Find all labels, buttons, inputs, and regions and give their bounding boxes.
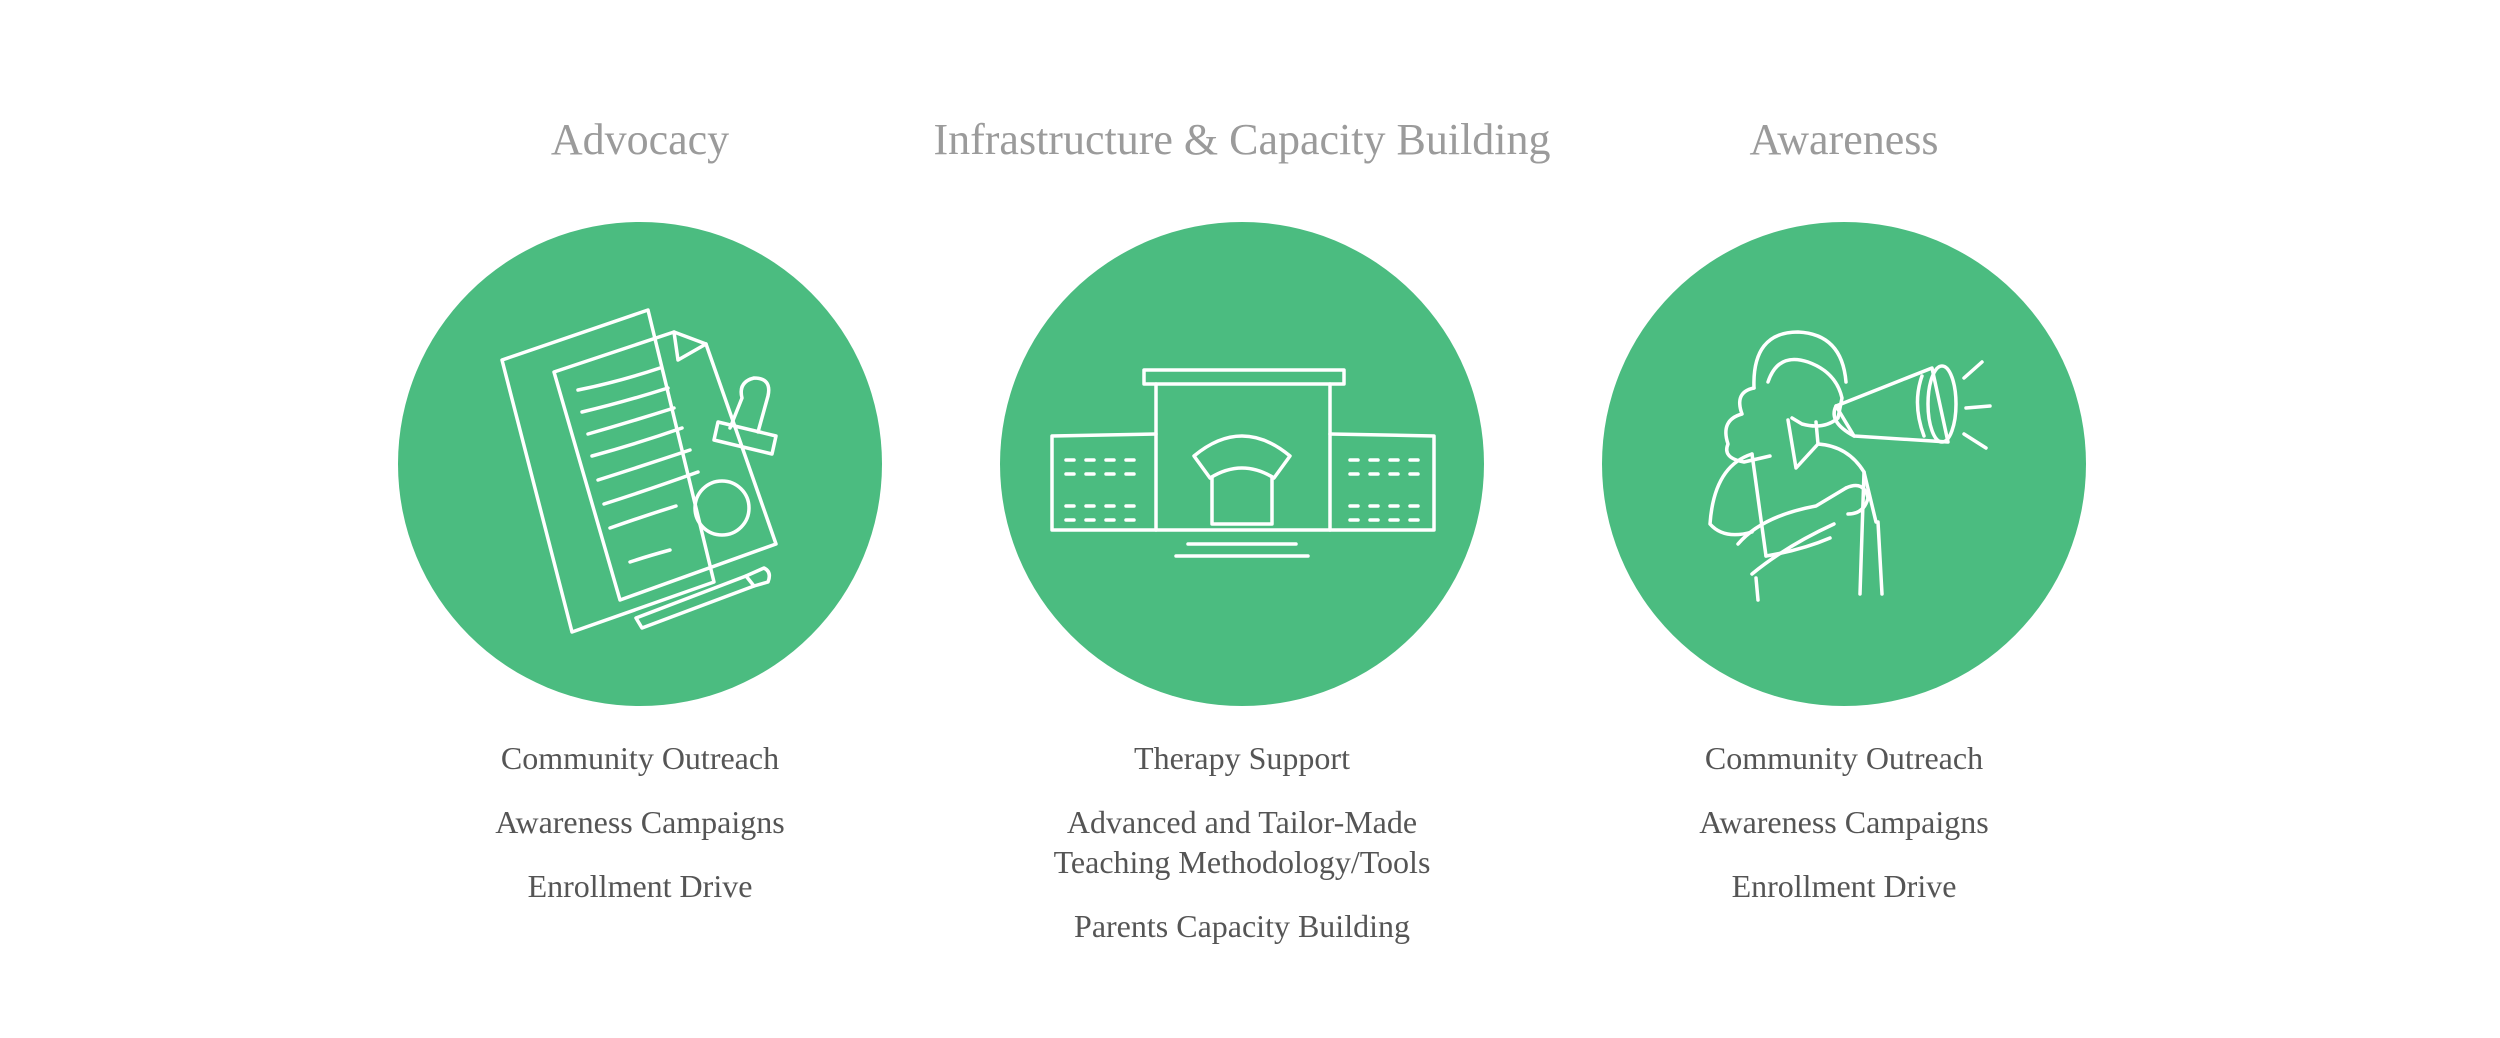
column-infrastructure: Infrastructure & Capacity Building xyxy=(842,0,1642,1038)
list-item: Advanced and Tailor-Made Teaching Method… xyxy=(842,802,1642,882)
list-item: Awareness Campaigns xyxy=(495,804,785,840)
awareness-circle xyxy=(1602,222,2086,706)
school-building-icon xyxy=(1050,368,1436,558)
list-item: Community Outreach xyxy=(500,740,780,776)
awareness-item-list: Community Outreach Awareness Campaigns E… xyxy=(1444,738,2244,930)
list-item: Enrollment Drive xyxy=(1731,868,1957,904)
column-advocacy: Advocacy xyxy=(240,0,1040,1038)
infrastructure-circle xyxy=(1000,222,1484,706)
advocacy-item-list: Community Outreach Awareness Campaigns E… xyxy=(240,738,1040,930)
infrastructure-item-list: Therapy Support Advanced and Tailor-Made… xyxy=(842,738,1642,970)
megaphone-person-icon xyxy=(1708,330,1992,602)
list-item: Parents Capacity Building xyxy=(1074,908,1410,944)
advocacy-circle xyxy=(398,222,882,706)
column-title-awareness: Awareness xyxy=(1749,115,1939,164)
list-item: Awareness Campaigns xyxy=(1699,804,1989,840)
list-item: Community Outreach xyxy=(1704,740,1984,776)
list-item: Enrollment Drive xyxy=(527,868,753,904)
column-awareness: Awareness xyxy=(1444,0,2244,1038)
column-title-infrastructure: Infrastructure & Capacity Building xyxy=(933,115,1551,164)
document-stamp-icon xyxy=(500,308,778,634)
column-title-advocacy: Advocacy xyxy=(550,115,730,164)
list-item-line: Advanced and Tailor-Made xyxy=(1066,804,1418,840)
list-item: Therapy Support xyxy=(1134,740,1350,776)
list-item-line: Teaching Methodology/Tools xyxy=(1053,844,1431,880)
